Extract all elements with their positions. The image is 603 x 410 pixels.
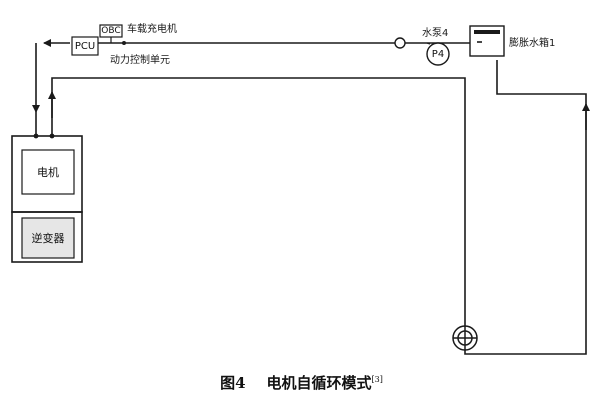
inverter-box-label: 逆变器 — [31, 232, 65, 245]
junction-dot — [33, 133, 39, 139]
figure-title: 电机自循环模式 — [266, 374, 372, 392]
pcu-box-label: PCU — [74, 40, 96, 52]
return-pipe — [51, 77, 466, 330]
obc-box-label: OBC — [101, 26, 121, 36]
pcu-name-label: 动力控制单元 — [110, 55, 170, 66]
obc-name-label: 车载充电机 — [127, 24, 177, 35]
radiator-icon — [452, 325, 478, 351]
obc-junction — [122, 41, 126, 45]
motor-box-label: 电机 — [37, 166, 59, 179]
motor-box — [21, 149, 75, 195]
right-loop-pipe — [464, 60, 587, 355]
pcu-box — [71, 36, 99, 56]
figure-reference: [3] — [371, 375, 383, 384]
figure-number: 图4 — [220, 374, 246, 392]
figure-caption: 图4 电机自循环模式[3] — [0, 372, 603, 393]
pump-p4-icon — [426, 42, 450, 66]
junction-dot — [49, 133, 55, 139]
pump-box-label: P4 — [431, 48, 445, 60]
tank-name-label: 膨胀水箱1 — [509, 38, 556, 49]
inverter-frame — [11, 211, 83, 263]
inverter-box — [21, 217, 75, 259]
pump-name-label: 水泵4 — [422, 28, 449, 39]
valve-icon — [394, 37, 406, 49]
